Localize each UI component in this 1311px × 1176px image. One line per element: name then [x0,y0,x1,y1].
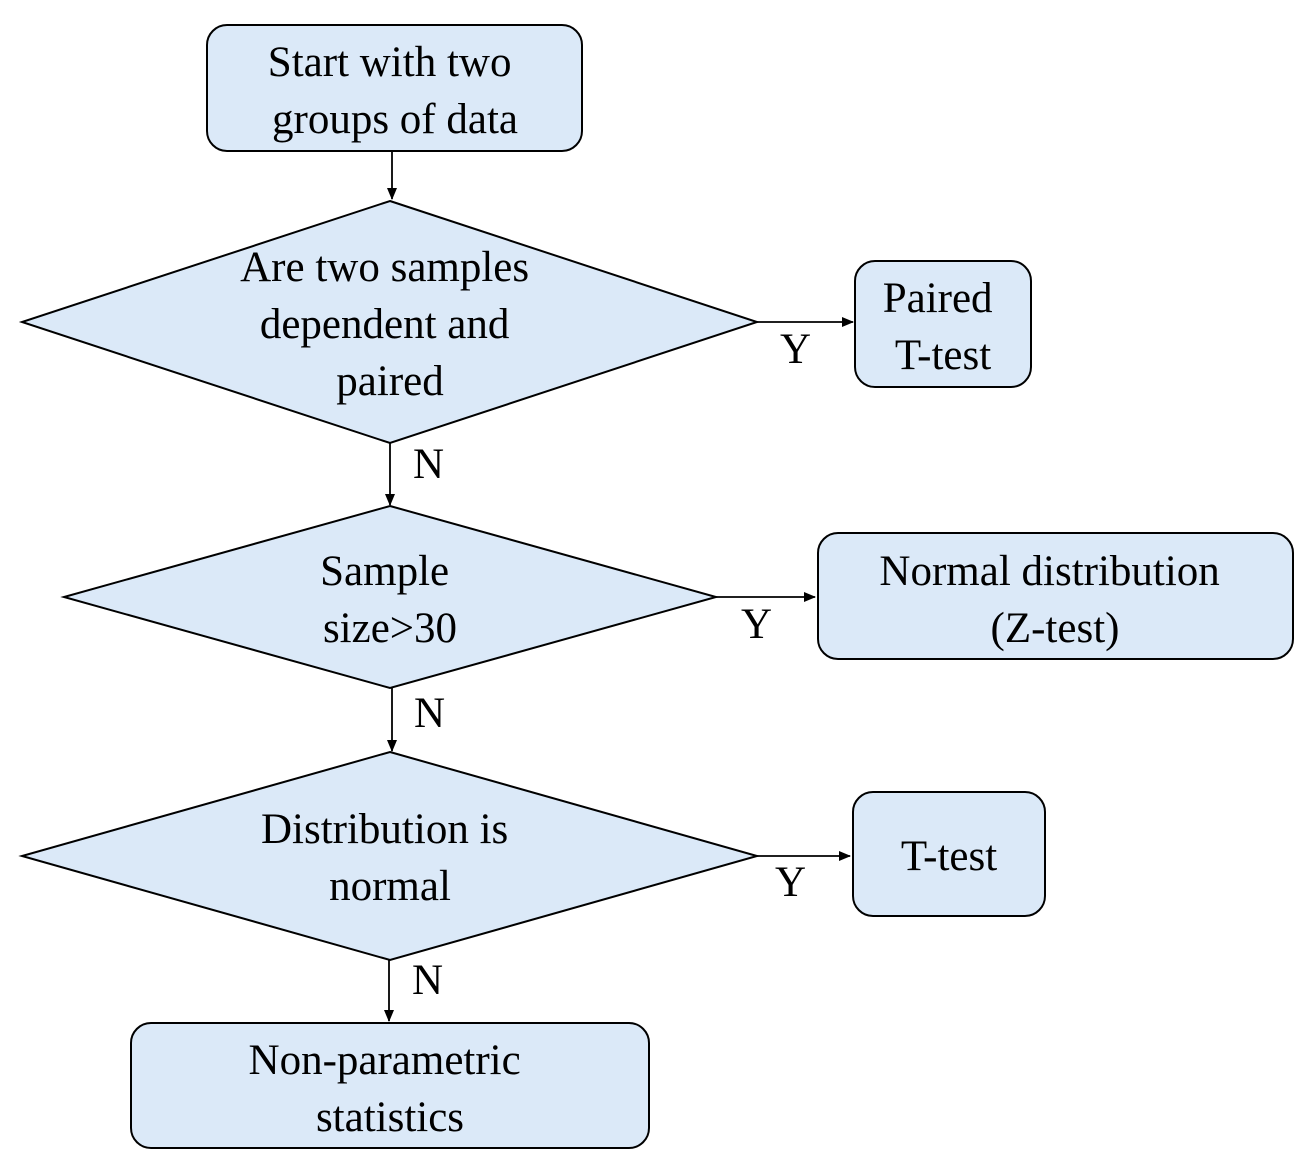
ttest-line-1: T-test [901,833,997,880]
paired-ttest-line-2: T-test [895,332,991,379]
edge-label-normal-no: N [412,957,443,1004]
svg-text:Distribution is normal: Distribution is normal [261,806,519,910]
edges: Y N Y N Y N [384,152,854,1022]
decision-size-node: Sample size>30 [60,504,720,690]
paired-ttest-line-1: Paired [883,275,993,322]
ztest-node: Normal distribution (Z-test) [817,532,1294,660]
svg-text:Start with two groups of: Start with two groups of data [268,39,522,143]
svg-text:Normal distribution (Z-t: Normal distribution (Z-test) [879,548,1230,652]
svg-text:Are two samples dependen: Are two samples dependent and paired [240,244,540,405]
ztest-line-1: Normal distribution [879,548,1219,595]
edge-label-paired-no: N [413,441,444,488]
edge-label-normal-yes: Y [775,859,806,906]
nonparametric-node: Non-parametric statistics [130,1022,650,1149]
start-node-line-1: Start with two [268,39,512,86]
decision-paired-line-2: dependent and [260,301,510,348]
edge-label-size-no: N [414,690,445,737]
decision-size-line-1: Sample [320,548,449,595]
decision-normal-line-2: normal [329,863,451,910]
decision-normal-node: Distribution is normal [18,750,761,962]
nonparametric-line-1: Non-parametric [249,1037,521,1084]
ztest-line-2: (Z-test) [991,605,1120,652]
paired-ttest-node: Paired T-test [854,260,1032,388]
decision-paired-line-1: Are two samples [240,244,529,291]
svg-text:Non-parametric statistic: Non-parametric statistics [249,1037,532,1141]
edge-label-paired-yes: Y [780,326,811,373]
edge-label-size-yes: Y [741,601,772,648]
nonparametric-line-2: statistics [316,1094,464,1141]
start-node: Start with two groups of data [206,24,583,152]
svg-text:Sample size>30: Sample size>30 [320,548,460,652]
decision-normal-line-1: Distribution is [261,806,508,853]
svg-text:Paired T-test: Paired T-test [883,275,1004,379]
svg-text:T-test: T-test [901,833,997,880]
start-node-line-2: groups of data [272,96,518,143]
decision-paired-line-3: paired [336,358,443,405]
decision-paired-node: Are two samples dependent and paired [18,199,761,445]
decision-size-line-2: size>30 [323,605,457,652]
ttest-node: T-test [852,791,1046,917]
